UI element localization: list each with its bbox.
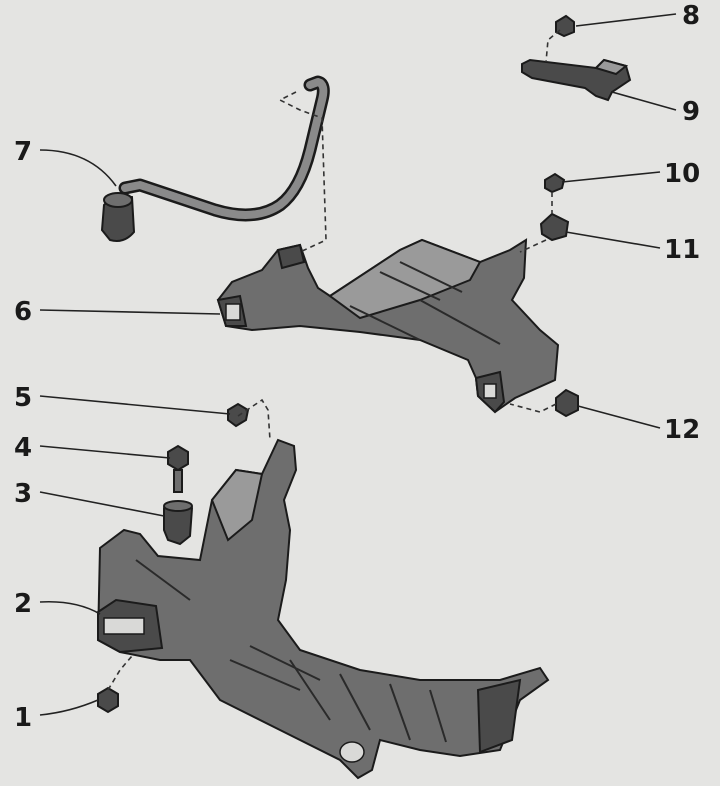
part-4-bolt (167, 444, 189, 493)
callout-7: 7 (14, 137, 32, 167)
callout-10: 10 (664, 159, 700, 189)
callout-8: 8 (682, 1, 700, 31)
leader-lines (39, 13, 677, 716)
callout-5: 5 (14, 383, 32, 413)
callout-11: 11 (664, 235, 700, 265)
part-9-bracket (521, 58, 632, 102)
assembly-lines (107, 29, 561, 691)
callout-6: 6 (14, 297, 32, 327)
part-7-pipe (100, 75, 330, 242)
part-10-bolt (544, 172, 566, 194)
callout-9: 9 (682, 97, 700, 127)
part-12-bolt (555, 388, 579, 418)
callout-labels: 1 2 3 4 5 6 7 8 9 10 11 12 (14, 1, 700, 733)
callout-2: 2 (14, 589, 32, 619)
part-11-clip (539, 212, 570, 242)
part-2-control-arm (96, 438, 550, 780)
callout-12: 12 (664, 415, 700, 445)
part-3-bushing (163, 500, 194, 546)
callout-3: 3 (14, 479, 32, 509)
part-6-subframe (216, 238, 560, 414)
callout-4: 4 (14, 433, 32, 463)
part-8-bolt (555, 14, 575, 38)
part-1-bolt (97, 686, 119, 714)
part-5-bolt (227, 402, 250, 428)
callout-1: 1 (14, 703, 32, 733)
